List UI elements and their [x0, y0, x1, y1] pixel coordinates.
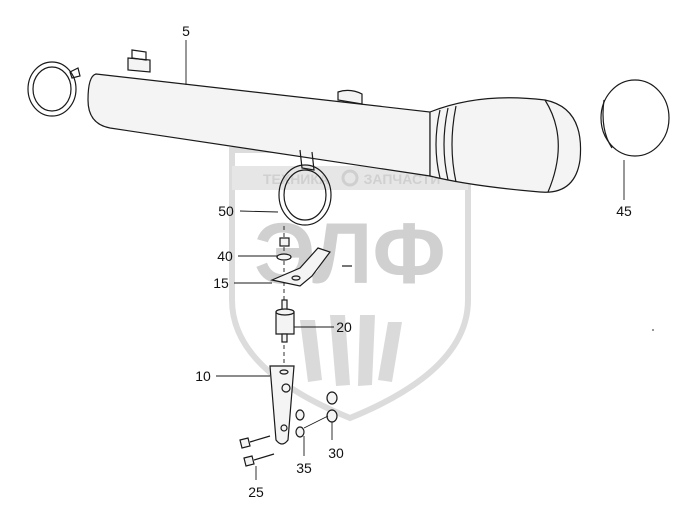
watermark: ТЕХНИКА ЗАПЧАСТИ ЭЛФ: [229, 147, 471, 422]
bracket-plate: [270, 247, 352, 287]
label-bracket-plate: 15: [213, 275, 229, 291]
bolts: [239, 435, 275, 467]
support-bar: [269, 365, 295, 445]
pipe-clamp: [278, 164, 332, 226]
air-pipe: [87, 49, 582, 193]
washer-nut: [276, 237, 292, 261]
label-washer-nut: 40: [217, 248, 233, 264]
label-support-bar: 10: [195, 368, 211, 384]
rubber-isolator: [275, 299, 295, 343]
gear-icon: [341, 169, 359, 187]
label-washers: 35: [296, 460, 312, 476]
label-isolator: 20: [336, 319, 352, 335]
part-labels: 5 45 50 40 15 20 10 25 35 30: [182, 23, 632, 500]
wheat-ornament: [300, 315, 402, 386]
label-clamp: 50: [218, 203, 234, 219]
washers: [295, 409, 305, 438]
nuts: [326, 391, 338, 423]
label-pipe: 5: [182, 23, 190, 39]
end-cap: [600, 79, 670, 157]
label-bolts: 25: [248, 484, 264, 500]
label-nuts: 30: [328, 445, 344, 461]
left-ring-clamp: [27, 61, 81, 117]
leader-lines: [185, 40, 625, 480]
watermark-text-left: ТЕХНИКА: [263, 171, 329, 187]
label-end-cap: 45: [616, 203, 632, 219]
watermark-shield: [229, 147, 471, 422]
